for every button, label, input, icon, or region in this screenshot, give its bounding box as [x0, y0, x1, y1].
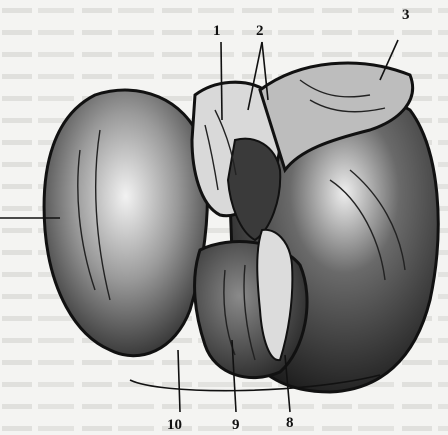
label-2: 2: [256, 24, 264, 39]
label-9: 9: [232, 418, 240, 433]
label-10: 10: [167, 418, 182, 433]
label-3: 3: [402, 8, 410, 23]
label-1: 1: [213, 24, 221, 39]
label-8: 8: [286, 416, 294, 431]
